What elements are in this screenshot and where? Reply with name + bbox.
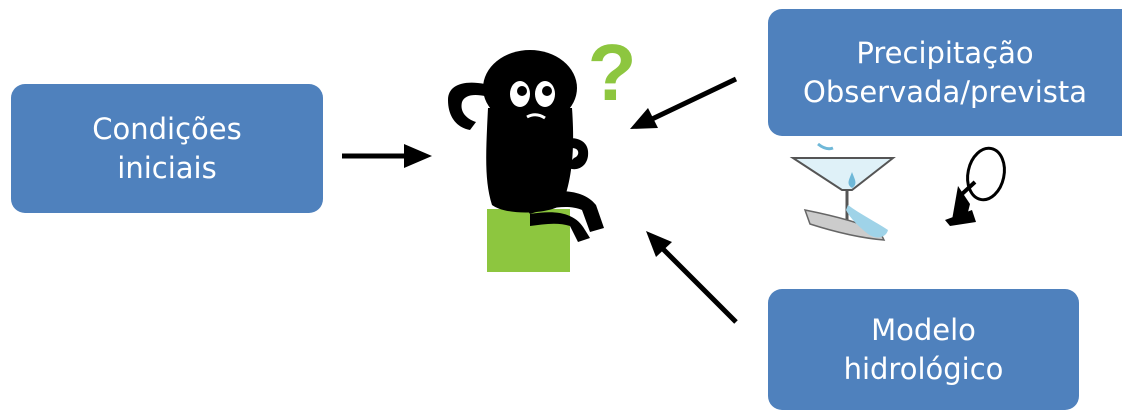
initial-conditions-line2: iniciais bbox=[117, 150, 217, 185]
initial-conditions-box: Condições iniciais bbox=[11, 84, 323, 213]
radar-dish-icon bbox=[945, 146, 1006, 226]
figure-eyes bbox=[510, 81, 555, 120]
arrow-model-to-figure bbox=[646, 231, 738, 324]
precipitation-line2: Observada/prevista bbox=[803, 74, 1087, 109]
hydrologic-model-line1: Modelo bbox=[871, 313, 976, 348]
question-mark: ? bbox=[588, 28, 637, 117]
hydrologic-model-line2: hidrológico bbox=[843, 351, 1004, 386]
thinking-figure-icon bbox=[448, 50, 604, 242]
rain-gauge-icon bbox=[789, 142, 896, 241]
hydrologic-model-box: Modelo hidrológico bbox=[768, 289, 1079, 410]
precipitation-line1: Precipitação bbox=[856, 36, 1034, 71]
arrow-initial-to-figure bbox=[342, 144, 432, 168]
precipitation-box: Precipitação Observada/prevista bbox=[768, 9, 1122, 136]
arrow-precip-to-figure bbox=[630, 76, 738, 129]
initial-conditions-line1: Condições bbox=[92, 112, 242, 147]
